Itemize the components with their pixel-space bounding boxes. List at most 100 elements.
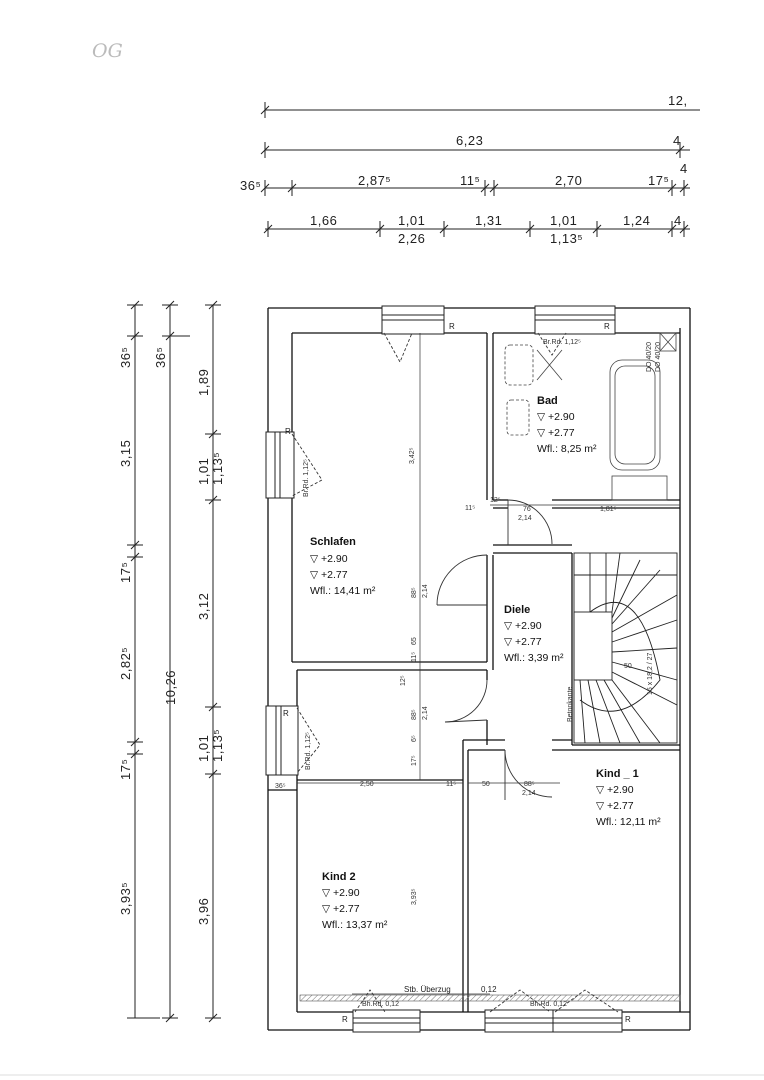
room-level-1: ▽ +2.90 xyxy=(322,887,360,899)
dim-l-1135a: 1,13⁵ xyxy=(210,452,225,485)
dim-36: 36⁵ xyxy=(275,783,286,790)
duct-label-1: DO 40/20 xyxy=(646,342,653,372)
bathtub xyxy=(609,359,661,471)
dim-l-1026: 10,26 xyxy=(163,670,178,705)
room-area: Wfl.: 14,41 m² xyxy=(310,585,376,597)
dim-l-365a: 36⁵ xyxy=(118,347,133,368)
dim-l-2825: 2,82⁵ xyxy=(118,647,133,680)
room-name: Schlafen xyxy=(310,536,356,548)
dim-115-kind: 11⁵ xyxy=(446,781,456,788)
dim-115-in: 11⁵ xyxy=(411,652,418,662)
room-area: Wfl.: 12,11 m² xyxy=(596,816,661,828)
dim-175-in: 17⁵ xyxy=(411,755,418,766)
stair-note: 15 x 18,2 / 27 xyxy=(647,652,654,695)
room-level-2: ▽ +2.77 xyxy=(310,569,348,581)
dim-125-in: 12⁵ xyxy=(400,675,407,686)
dim-4a: 4 xyxy=(673,133,681,148)
walls xyxy=(267,307,691,1031)
dim-1135-top: 1,13⁵ xyxy=(550,231,583,246)
dim-214-a: 2,14 xyxy=(422,584,429,598)
dim-l-101a: 1,01 xyxy=(196,458,211,485)
bh-rd-label-1: Bh.Rd. 0,12 xyxy=(362,1001,399,1008)
room-name: Diele xyxy=(504,604,530,616)
room-level-2: ▽ +2.77 xyxy=(322,903,360,915)
windows xyxy=(265,305,623,1033)
washbasin xyxy=(506,399,530,436)
dim-166: 1,66 xyxy=(310,213,337,228)
room-kind2: Kind 2 ▽ +2.90 ▽ +2.77 Wfl.: 13,37 m² xyxy=(322,871,388,931)
r-marker-2: R xyxy=(604,322,610,331)
room-name: Kind 2 xyxy=(322,871,356,883)
dim-3935-in: 3,93⁵ xyxy=(411,888,418,905)
staircase xyxy=(573,552,678,744)
br-rd-label-2: Br.Rd. 1,12⁵ xyxy=(305,732,312,770)
dim-115-top: 11⁵ xyxy=(460,173,480,188)
dim-1815: 1,81⁵ xyxy=(600,506,617,513)
bh-rd-label-2: Bh.Rd. 0,12 xyxy=(530,1001,567,1008)
dim-885-c: 88⁵ xyxy=(524,781,535,788)
left-dimension-chains xyxy=(127,300,221,1023)
dim-65-b: 6⁵ xyxy=(411,735,418,742)
duct-box xyxy=(659,332,677,352)
stb-ueberzug-label: Stb. Überzug xyxy=(404,985,451,994)
dim-365: 36⁵ xyxy=(240,178,261,193)
r-marker-1: R xyxy=(449,322,455,331)
dim-4b: 4 xyxy=(680,161,688,176)
betonkante-label: Betonkante xyxy=(567,686,574,722)
room-level-2: ▽ +2.77 xyxy=(537,427,575,439)
window-kind2-bottom xyxy=(352,1009,421,1033)
dim-l-175a: 17⁵ xyxy=(118,562,133,583)
floor-label: OG xyxy=(92,40,123,62)
room-level-1: ▽ +2.90 xyxy=(504,620,542,632)
dim-l-3935: 3,93⁵ xyxy=(118,882,133,915)
stair-50: 50 xyxy=(624,663,632,670)
dim-65: 65 xyxy=(411,637,418,645)
dim-885-b: 88⁵ xyxy=(411,709,418,720)
r-marker-5: R xyxy=(342,1015,348,1024)
r-marker-3: R xyxy=(285,427,291,436)
dim-l-396: 3,96 xyxy=(196,898,211,925)
dim-125-bad: 12⁵ xyxy=(490,497,501,504)
dim-l-312: 3,12 xyxy=(196,593,211,620)
dim-250: 2,50 xyxy=(360,781,374,788)
dim-623: 6,23 xyxy=(456,133,483,148)
concrete-beam xyxy=(299,994,681,1002)
dim-total-width: 12, xyxy=(668,93,688,108)
dim-175-top: 17⁵ xyxy=(648,173,669,188)
dim-schlafen-height: 3,42⁵ xyxy=(409,447,416,464)
room-area: Wfl.: 13,37 m² xyxy=(322,919,388,931)
dim-131: 1,31 xyxy=(475,213,502,228)
duct-label-2: DO 40/20 xyxy=(655,342,662,372)
dim-101b: 1,01 xyxy=(550,213,577,228)
dim-270: 2,70 xyxy=(555,173,582,188)
dim-124: 1,24 xyxy=(623,213,650,228)
room-level-1: ▽ +2.90 xyxy=(310,553,348,565)
room-diele: Diele ▽ +2.90 ▽ +2.77 Wfl.: 3,39 m² xyxy=(504,604,564,664)
room-level-2: ▽ +2.77 xyxy=(596,800,634,812)
stb-value: 0,12 xyxy=(481,985,497,994)
inner-dimension-lines xyxy=(297,333,680,995)
r-marker-4: R xyxy=(283,709,289,718)
dim-l-101b: 1,01 xyxy=(196,735,211,762)
dim-4c: 4 xyxy=(674,213,682,228)
dim-214-b: 2,14 xyxy=(422,706,429,720)
dim-l-315: 3,15 xyxy=(118,440,133,467)
room-level-2: ▽ +2.77 xyxy=(504,636,542,648)
window-kind2-left xyxy=(265,705,299,776)
dim-885-a: 88⁵ xyxy=(411,587,418,598)
room-name: Bad xyxy=(537,395,558,407)
br-rd-label-1: Br.Rd. 1,12⁵ xyxy=(303,459,310,497)
room-kind1: Kind _ 1 ▽ +2.90 ▽ +2.77 Wfl.: 12,11 m² xyxy=(596,768,661,828)
dim-214-c: 2,14 xyxy=(522,790,536,797)
dim-226: 2,26 xyxy=(398,231,425,246)
br-rd-label-bad: Br.Rd. 1,12⁵ xyxy=(543,339,581,346)
shower-tray xyxy=(611,475,668,501)
room-bad: Bad ▽ +2.90 ▽ +2.77 Wfl.: 8,25 m² xyxy=(537,395,597,455)
room-area: Wfl.: 3,39 m² xyxy=(504,652,564,664)
dim-l-365b: 36⁵ xyxy=(153,347,168,368)
top-dimension-chains xyxy=(260,102,700,237)
room-name: Kind _ 1 xyxy=(596,768,639,780)
dim-2875: 2,87⁵ xyxy=(358,173,391,188)
dim-l-1135b: 1,13⁵ xyxy=(210,729,225,762)
